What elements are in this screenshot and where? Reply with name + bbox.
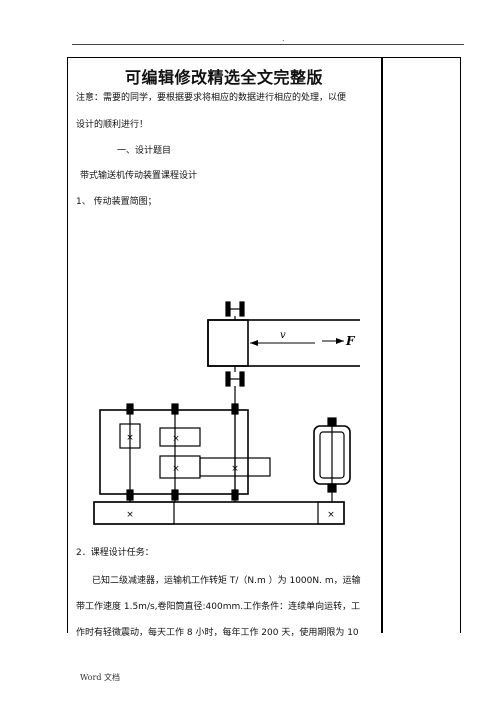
document-table xyxy=(67,57,461,633)
svg-text:×: × xyxy=(172,434,180,444)
gearbox-housing xyxy=(99,409,249,495)
velocity-label: v xyxy=(280,330,286,341)
notice-line-2: 设计的顺利进行！ xyxy=(76,120,149,130)
svg-text:×: × xyxy=(126,510,134,520)
bearing xyxy=(171,489,179,501)
large-pulley xyxy=(93,501,175,525)
item1-label: 1、 传动装置简图； xyxy=(76,197,157,207)
document-title: 可编辑修改精选全文完整版 xyxy=(124,68,323,87)
header-mark: . xyxy=(282,34,285,43)
top-coupling-right xyxy=(239,301,245,317)
gear-3 xyxy=(159,455,201,479)
bearing xyxy=(171,403,179,415)
svg-text:×: × xyxy=(126,433,134,443)
gear-4 xyxy=(199,457,271,477)
task-line-1: 已知二级减速器，运输机工作转矩 T/（N.m ）为 1000N. m，运输 xyxy=(92,576,361,586)
top-coupling-left xyxy=(225,301,231,317)
bearing xyxy=(231,403,239,415)
gear-1 xyxy=(119,423,141,449)
drum-end xyxy=(207,319,249,367)
gear-2 xyxy=(159,427,201,447)
svg-text:×: × xyxy=(327,510,335,520)
section-heading: 一、设计题目 xyxy=(117,146,172,156)
header-rule xyxy=(72,44,464,45)
transmission-diagram: × × × × × × v F xyxy=(93,301,360,525)
table-column-divider xyxy=(381,57,383,633)
bearing xyxy=(126,489,134,501)
small-pulley xyxy=(317,501,345,525)
bearing xyxy=(126,403,134,415)
task-line-3: 作时有轻微震动，每天工作 8 小时，每年工作 200 天，使用期限为 10 xyxy=(76,628,359,638)
mid-coupling-right xyxy=(239,371,245,387)
notice-line-1: 注意：需要的同学，要根据要求将相应的数据进行相应的处理，以便 xyxy=(76,93,347,103)
task-line-2: 带工作速度 1.5m/s,卷阳筒直径:400mm.工作条件：连续单向运转，工 xyxy=(76,602,361,612)
force-label: F xyxy=(345,334,356,348)
mid-coupling-left xyxy=(225,371,231,387)
bearing xyxy=(231,489,239,501)
svg-text:×: × xyxy=(172,464,180,474)
page-footer: Word 文档 xyxy=(80,673,120,682)
design-topic: 带式输送机传动装置课程设计 xyxy=(80,171,198,181)
item2-label: 2．课程设计任务： xyxy=(76,548,154,558)
svg-text:×: × xyxy=(231,464,239,474)
